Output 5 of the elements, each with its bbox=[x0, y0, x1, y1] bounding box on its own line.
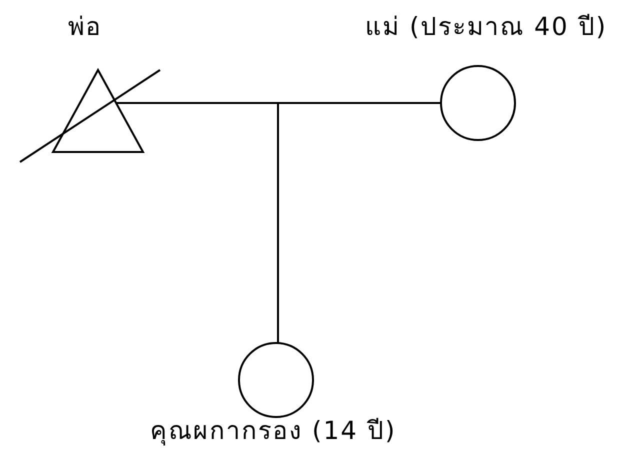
person-label: พ่อ bbox=[68, 12, 102, 42]
descent-line bbox=[277, 103, 279, 343]
marriage-line bbox=[116, 102, 441, 104]
person-label: แม่ (ประมาณ 40 ปี) bbox=[365, 12, 608, 42]
person-label: คุณผกากรอง (14 ปี) bbox=[150, 416, 396, 446]
